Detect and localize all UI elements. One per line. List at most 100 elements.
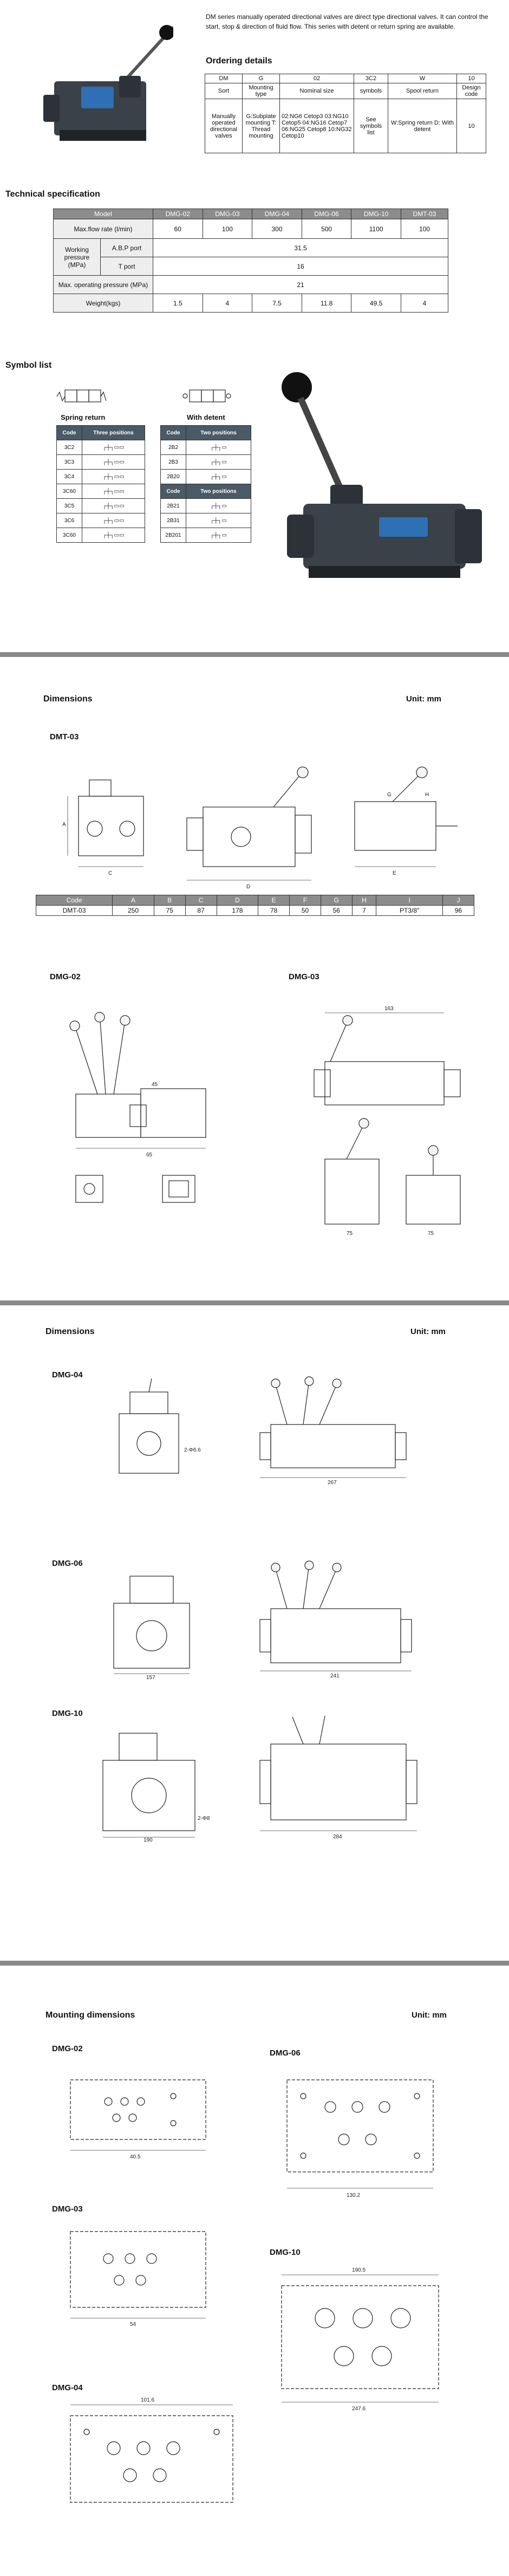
sym-col-code: Code [160, 484, 186, 499]
mount-dmg03-drawing: 54 [70, 2231, 206, 2327]
svg-text:54: 54 [130, 2321, 136, 2327]
sym-code: 2B21 [160, 498, 186, 513]
intro-text: DM series manually operated directional … [206, 13, 488, 30]
tport-value: 16 [153, 257, 448, 276]
ordering-table: DM G 02 3C2 W 10 Sort Mounting type Nomi… [205, 74, 486, 153]
dmt-col: G [320, 895, 353, 906]
sym-col-code: Code [56, 425, 82, 440]
mount-dmg10-label: DMG-10 [270, 2248, 301, 2257]
dmt-col: C [185, 895, 217, 906]
sym-glyph: ┌┼┐▭ [186, 513, 251, 528]
svg-text:40.5: 40.5 [130, 2154, 141, 2160]
dmt03-label: DMT-03 [50, 732, 79, 741]
order-desc: W:Spring return D: With detent [388, 99, 457, 153]
dmt-cell: DMT-03 [35, 905, 113, 916]
tech-header: DMG-04 [252, 209, 302, 219]
flow-value: 60 [153, 219, 203, 239]
dmg06-label: DMG-06 [52, 1559, 83, 1568]
flow-label: Max.flow rate (l/min) [53, 219, 153, 239]
dims1-unit: Unit: mm [406, 694, 441, 704]
sym-code: 3C60 [56, 484, 82, 499]
valve-photo-large [282, 372, 482, 578]
svg-text:157: 157 [146, 1675, 155, 1679]
dmt-cell: 7 [351, 905, 377, 916]
weight-value: 4 [400, 294, 449, 313]
mount-dmg04-drawing: 101.6 [70, 2397, 233, 2503]
order-sub: Design code [456, 83, 486, 99]
sym-glyph: ┌┼┐▭ [186, 528, 251, 543]
order-desc: 02:NG6 Cetop3 03:NG10 Cetop5 04:NG16 Cet… [279, 99, 354, 153]
flow-value: 300 [252, 219, 302, 239]
flow-value: 500 [301, 219, 352, 239]
order-code: W [388, 74, 457, 83]
sym-code: 3C3 [56, 454, 82, 470]
order-code: 02 [279, 74, 354, 83]
svg-text:267: 267 [328, 1480, 337, 1484]
abp-label: A.B.P port [100, 238, 153, 257]
dmt-cell: 250 [112, 905, 154, 916]
mount-dmg02-label: DMG-02 [52, 2044, 83, 2053]
sym-col-code: Code [160, 425, 186, 440]
tech-table: Model DMG-02 DMG-03 DMG-04 DMG-06 DMG-10… [53, 209, 449, 313]
dmt-col: D [216, 895, 259, 906]
symbol-spring-example [56, 389, 107, 402]
spring-title: Spring return [61, 413, 106, 421]
section-separator [0, 652, 509, 657]
sym-glyph: ┌┼┐▭▭ [82, 513, 145, 528]
sym-code: 2B31 [160, 513, 186, 528]
svg-text:190: 190 [143, 1837, 153, 1842]
dmt-col: E [258, 895, 290, 906]
order-desc: Manually operated directional valves [205, 99, 243, 153]
svg-text:130.2: 130.2 [347, 2193, 360, 2198]
sym-code: 2B201 [160, 528, 186, 543]
weight-value: 7.5 [252, 294, 302, 313]
order-code: DM [205, 74, 243, 83]
abp-value: 31.5 [153, 238, 448, 257]
weight-label: Weight(kgs) [53, 294, 153, 313]
sym-col-two: Two positions [186, 484, 251, 499]
sym-glyph: ┌┼┐▭▭ [82, 528, 145, 543]
tport-label: T port [100, 257, 153, 276]
dmt-col: F [289, 895, 321, 906]
dmt-cell: 87 [185, 905, 217, 916]
sym-glyph: ┌┼┐▭▭ [82, 469, 145, 484]
weight-value: 4 [202, 294, 253, 313]
svg-text:2-Φ8: 2-Φ8 [198, 1816, 210, 1822]
dmg06-drawing: 157 [113, 1576, 190, 1679]
svg-text:75: 75 [428, 1231, 434, 1237]
wp-label: Working pressure (MPa) [53, 238, 101, 276]
svg-text:E: E [393, 870, 396, 876]
sym-code: 3C4 [56, 469, 82, 484]
tech-header: Model [53, 209, 153, 219]
svg-text:C: C [108, 870, 112, 876]
ordering-title: Ordering details [206, 56, 272, 66]
dmg02-label: DMG-02 [50, 972, 81, 981]
weight-value: 49.5 [351, 294, 401, 313]
svg-text:45: 45 [152, 1082, 158, 1088]
svg-text:G: G [387, 792, 391, 798]
svg-text:A: A [62, 822, 66, 828]
flow-value: 1100 [351, 219, 401, 239]
tech-title: Technical specification [5, 190, 100, 199]
sym-glyph: ┌┼┐▭▭ [82, 498, 145, 513]
symbol-title: Symbol list [5, 361, 52, 370]
sym-glyph: ┌┼┐▭ [186, 440, 251, 455]
detent-title: With detent [187, 413, 225, 421]
dmt-cell: 56 [320, 905, 353, 916]
mount-dmg02-drawing: 40.5 [70, 2079, 206, 2160]
dmt-col: J [442, 895, 474, 906]
valve-photo-small [43, 25, 173, 141]
weight-value: 11.8 [301, 294, 352, 313]
dmt-cell: PT3/8" [376, 905, 443, 916]
dmt-cell: 178 [216, 905, 259, 916]
order-sub: Mounting type [242, 83, 280, 99]
sym-code: 2B3 [160, 454, 186, 470]
symbol-table-two: Code Two positions 2B2┌┼┐▭ 2B3┌┼┐▭ 2B20┌… [160, 425, 251, 543]
order-sub: Sort [205, 83, 243, 99]
sym-code: 2B20 [160, 469, 186, 484]
order-code: G [242, 74, 280, 83]
dmt-col: Code [35, 895, 113, 906]
flow-value: 100 [400, 219, 449, 239]
order-sub: Nominal size [279, 83, 354, 99]
